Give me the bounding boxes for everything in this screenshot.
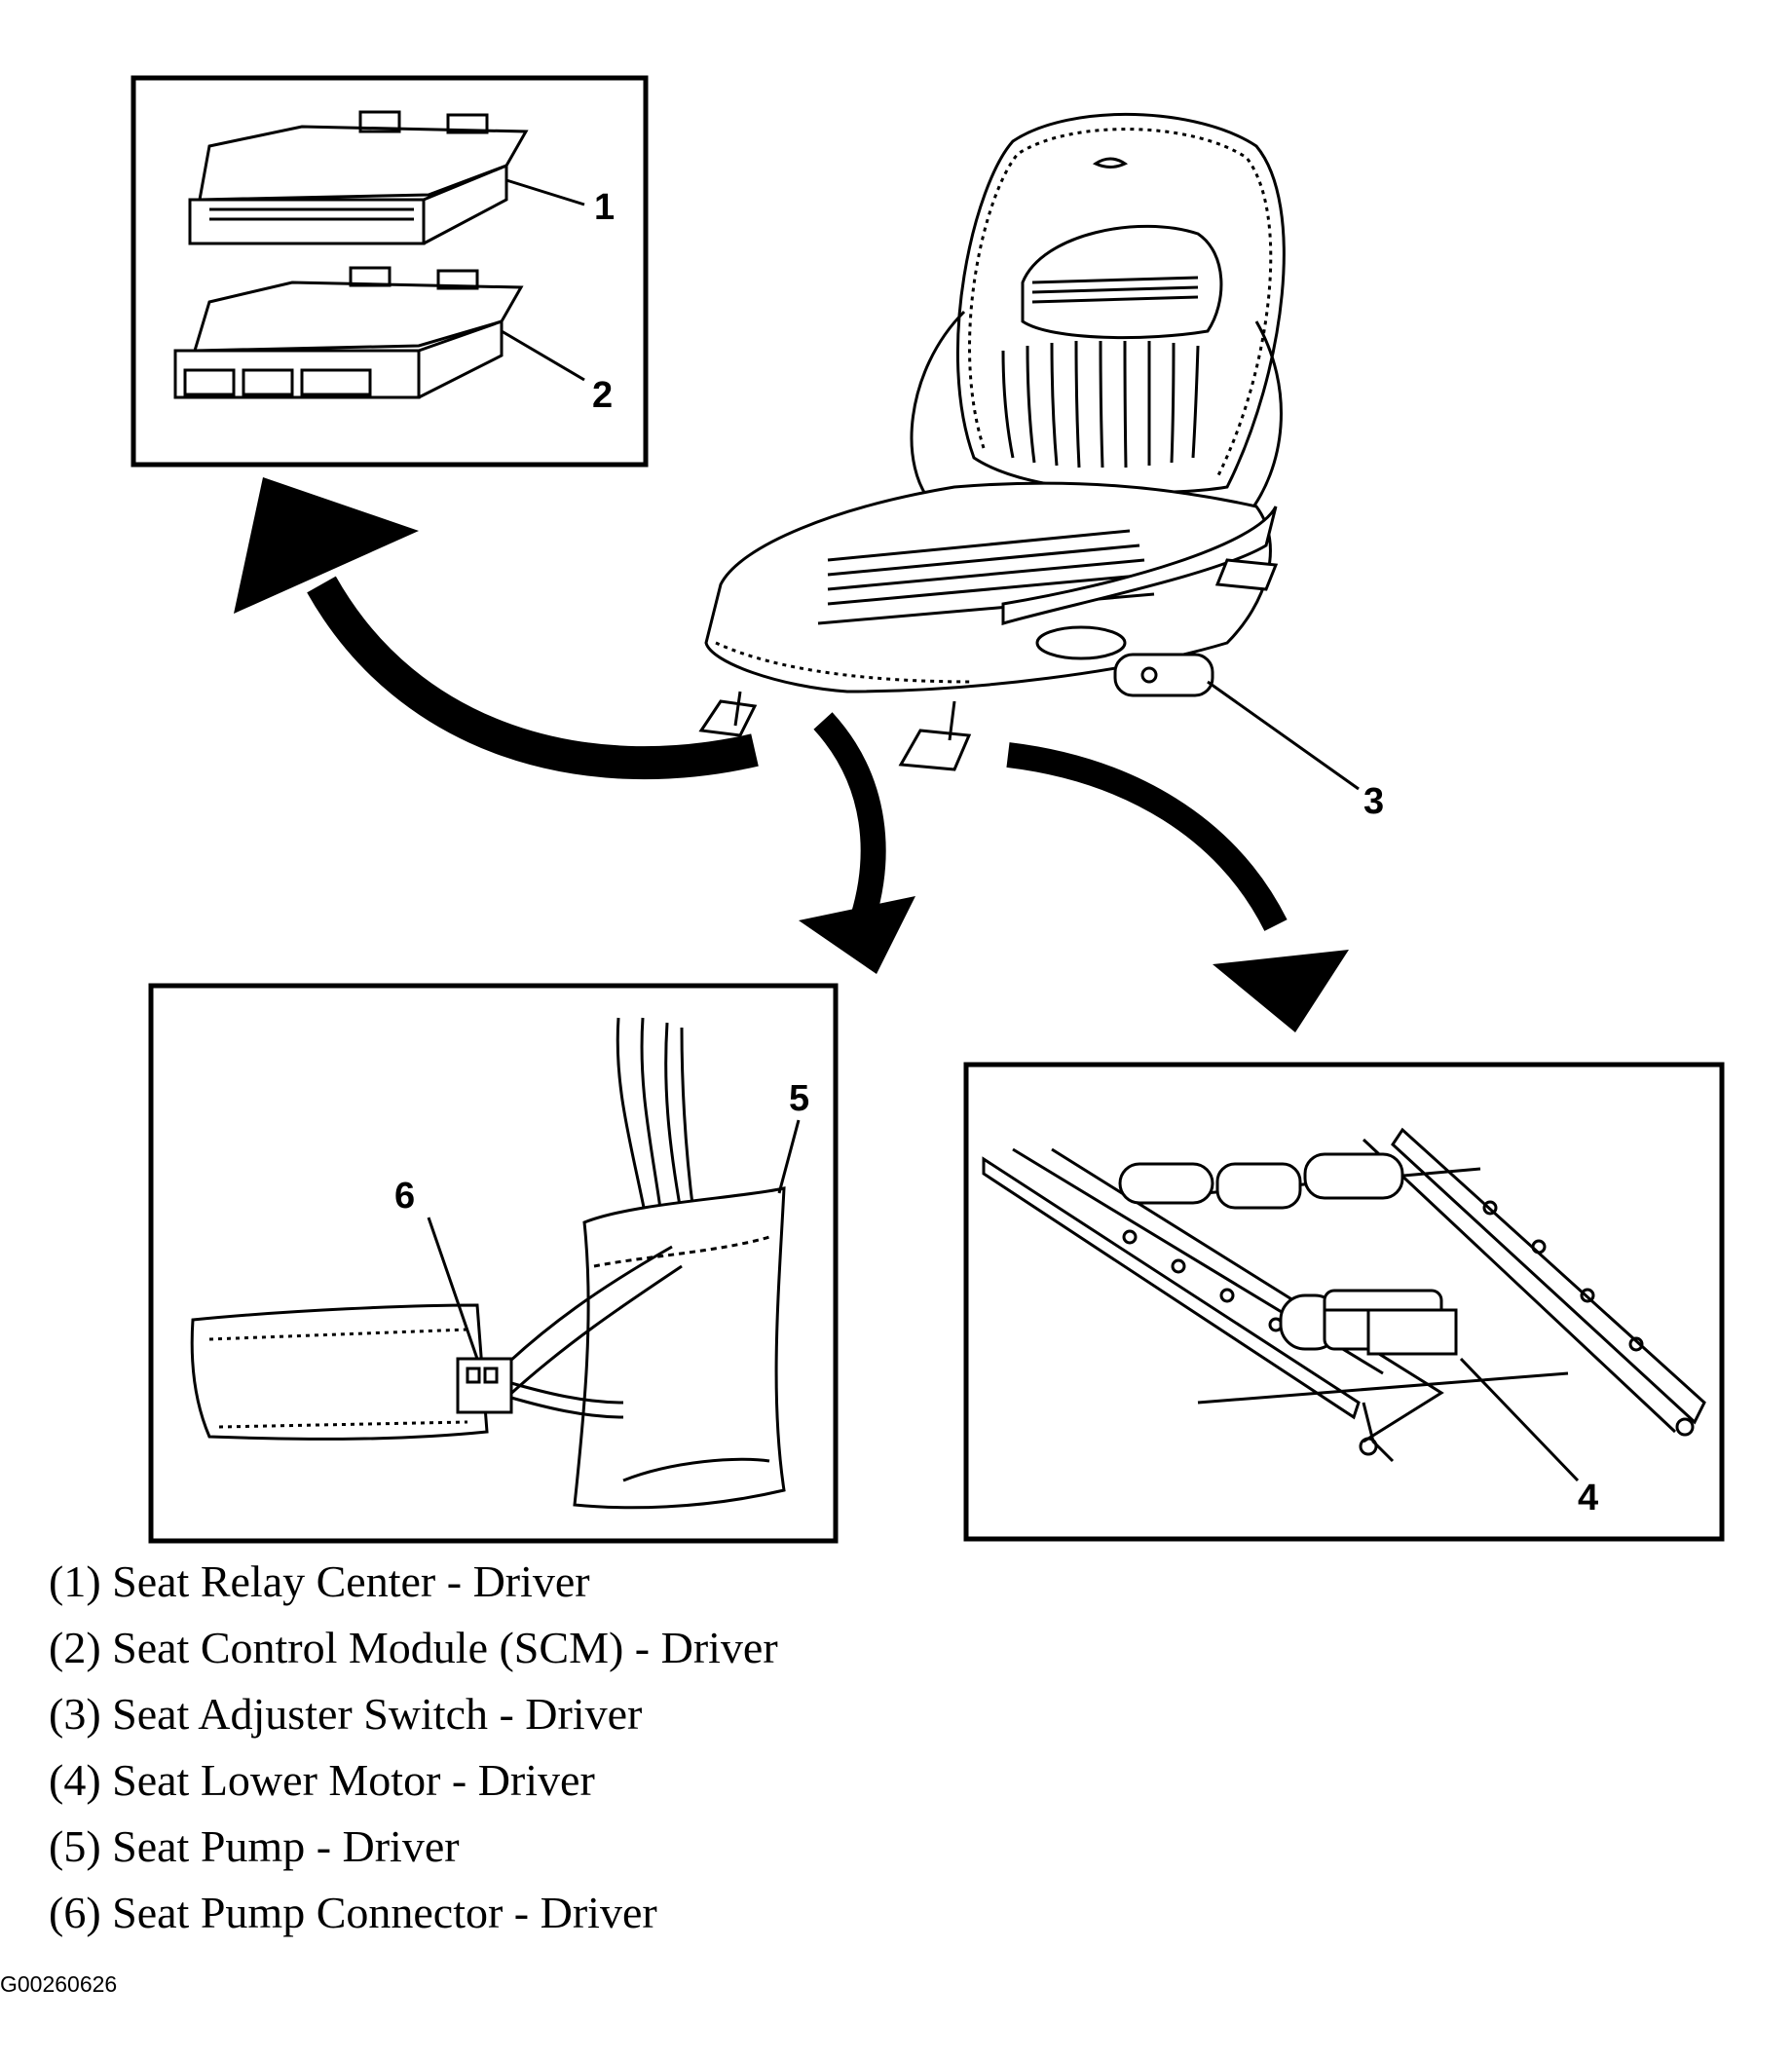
arrow-to-modules: [234, 477, 759, 780]
callout-5: 5: [789, 1078, 809, 1119]
seat-lower-motor-drawing: [982, 1127, 1706, 1482]
callout-3: 3: [1363, 781, 1384, 822]
legend-item-4: (4) Seat Lower Motor - Driver: [49, 1755, 595, 1805]
seat-relay-center-drawing: [188, 110, 585, 245]
arrow-to-pump: [799, 712, 915, 974]
legend-item-5: (5) Seat Pump - Driver: [49, 1821, 460, 1871]
callout-4: 4: [1578, 1478, 1598, 1518]
inset-pump: 5 6: [148, 983, 839, 1544]
legend-item-2: (2) Seat Control Module (SCM) - Driver: [49, 1623, 778, 1672]
figure-id: G00260626: [0, 1971, 118, 1997]
inset-modules: 1 2: [131, 75, 649, 468]
inset-pump-frame: [148, 983, 839, 1544]
legend-item-3: (3) Seat Adjuster Switch - Driver: [49, 1689, 643, 1739]
legend-item-1: (1) Seat Relay Center - Driver: [49, 1556, 590, 1606]
seat-pump-drawing: [190, 1017, 801, 1510]
legend: (1) Seat Relay Center - Driver (2) Seat …: [49, 1549, 778, 1946]
inset-motor-frame: [963, 1062, 1725, 1542]
callout-6: 6: [394, 1176, 415, 1217]
arrow-to-motor: [1006, 742, 1349, 1032]
callout-1: 1: [594, 187, 615, 228]
driver-seat-drawing: [698, 112, 1360, 791]
seat-control-module-drawing: [173, 266, 585, 399]
inset-modules-frame: [131, 75, 649, 468]
callout-2: 2: [592, 375, 613, 416]
inset-motor: 4: [963, 1062, 1725, 1542]
legend-item-6: (6) Seat Pump Connector - Driver: [49, 1888, 657, 1937]
